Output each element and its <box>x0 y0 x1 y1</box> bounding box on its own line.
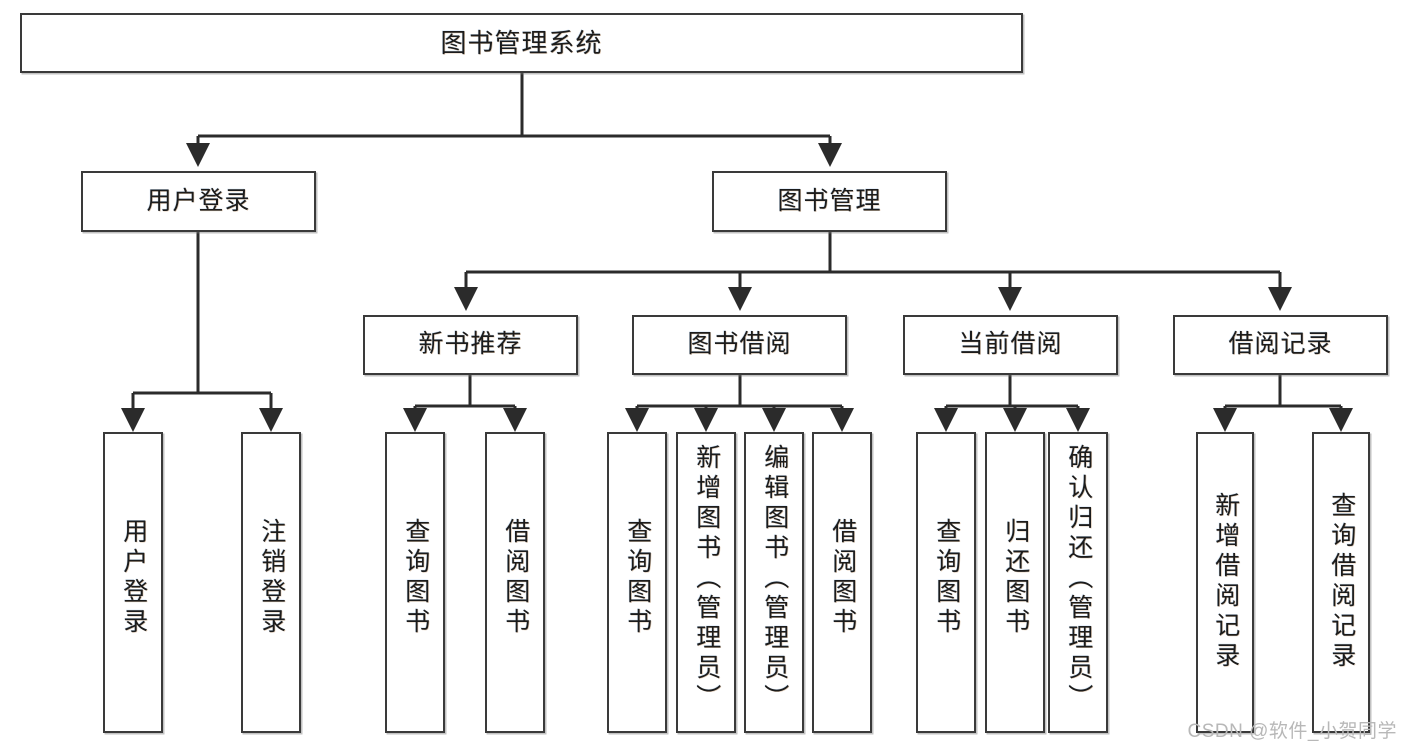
node-label: 查询图书 <box>401 518 430 638</box>
node-label: 注销登录 <box>257 518 286 638</box>
node-book-manage[interactable]: 图书管理 <box>712 171 947 232</box>
node-label: 图书管理系统 <box>440 27 603 58</box>
leaf-borrow-book-1[interactable]: 借阅图书 <box>485 432 545 733</box>
leaf-confirm-return[interactable]: 确认归还（管理员） <box>1048 432 1108 733</box>
node-label: 查询借阅记录 <box>1327 492 1356 672</box>
leaf-user-login[interactable]: 用户登录 <box>103 432 163 733</box>
node-label: 新增借阅记录 <box>1211 492 1240 672</box>
leaf-query-book-2[interactable]: 查询图书 <box>607 432 667 733</box>
leaf-query-record[interactable]: 查询借阅记录 <box>1312 432 1370 733</box>
node-label: 新书推荐 <box>418 330 523 359</box>
leaf-edit-book[interactable]: 编辑图书（管理员） <box>744 432 804 733</box>
node-label: 查询图书 <box>932 518 961 638</box>
node-label: 确认归还（管理员） <box>1064 444 1093 714</box>
node-book-borrow[interactable]: 图书借阅 <box>632 315 847 375</box>
node-current-borrow[interactable]: 当前借阅 <box>903 315 1118 375</box>
node-label: 图书借阅 <box>687 330 792 359</box>
node-label: 新增图书（管理员） <box>692 444 721 714</box>
leaf-add-record[interactable]: 新增借阅记录 <box>1196 432 1254 733</box>
node-label: 借阅记录 <box>1228 330 1333 359</box>
node-label: 查询图书 <box>623 518 652 638</box>
node-label: 图书管理 <box>777 186 882 215</box>
leaf-return-book[interactable]: 归还图书 <box>985 432 1045 733</box>
node-new-book-recommend[interactable]: 新书推荐 <box>363 315 578 375</box>
node-root-system[interactable]: 图书管理系统 <box>20 13 1023 73</box>
node-label: 借阅图书 <box>501 518 530 638</box>
node-label: 当前借阅 <box>958 330 1063 359</box>
leaf-borrow-book-2[interactable]: 借阅图书 <box>812 432 872 733</box>
node-user-login[interactable]: 用户登录 <box>81 171 316 232</box>
node-label: 借阅图书 <box>828 518 857 638</box>
watermark-text: CSDN @软件_小贺同学 <box>1187 721 1397 742</box>
leaf-query-book-3[interactable]: 查询图书 <box>916 432 976 733</box>
leaf-query-book-1[interactable]: 查询图书 <box>385 432 445 733</box>
node-label: 归还图书 <box>1001 518 1030 638</box>
leaf-add-book[interactable]: 新增图书（管理员） <box>676 432 736 733</box>
leaf-logout-login[interactable]: 注销登录 <box>241 432 301 733</box>
node-label: 用户登录 <box>146 186 251 215</box>
node-label: 用户登录 <box>119 518 148 638</box>
node-borrow-record[interactable]: 借阅记录 <box>1173 315 1388 375</box>
node-label: 编辑图书（管理员） <box>760 444 789 714</box>
